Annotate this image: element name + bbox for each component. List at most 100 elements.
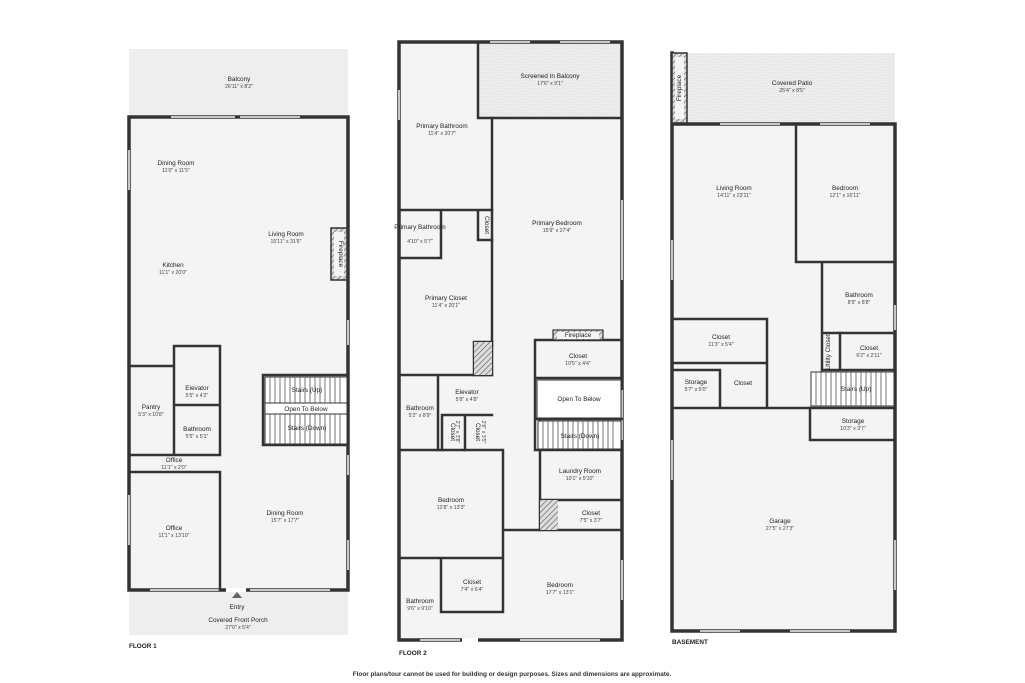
label-balcony: Balcony — [228, 76, 252, 83]
floor-1-interior — [129, 117, 348, 590]
floor-2-stairs-down — [537, 420, 622, 450]
dims-closet-2-3: 7'4" x 6'4" — [461, 587, 484, 593]
dims-primary-bathroom-1: 11'4" x 20'7" — [428, 131, 456, 137]
label-office-small: Office — [166, 457, 183, 464]
label-garage: Garage — [769, 518, 791, 525]
label-fireplace-3: Fireplace — [676, 74, 683, 101]
dims-closet-b: 2'6" x 3'5" — [480, 421, 486, 444]
label-stairs-up-1: Stairs (Up) — [292, 387, 323, 394]
label-bedroom-2b: Bedroom — [547, 582, 573, 589]
label-closet-b1: Closet — [712, 334, 730, 341]
chase-2a-icon — [474, 342, 492, 375]
label-office: Office — [166, 525, 183, 532]
floor-1-title: FLOOR 1 — [129, 643, 157, 650]
basement-plan: Covered Patio 25'4" x 8'5" Fireplace Liv… — [670, 51, 897, 646]
label-dining-room-top: Dining Room — [158, 160, 195, 167]
basement-title: BASEMENT — [672, 639, 708, 646]
label-closet-b: Closet — [474, 423, 481, 441]
label-covered-patio: Covered Patio — [772, 80, 813, 87]
label-storage-b2: Storage — [842, 418, 865, 425]
dims-elevator-1: 5'5" x 4'2" — [186, 393, 209, 399]
label-bedroom-b: Bedroom — [832, 185, 858, 192]
dims-closet-2-2: 7'5" x 3'7" — [580, 518, 603, 524]
covered-patio-area — [672, 53, 895, 124]
label-bathroom-2: Bathroom — [406, 405, 434, 412]
label-laundry-room: Laundry Room — [559, 468, 601, 475]
label-bedroom-2a: Bedroom — [438, 497, 464, 504]
dims-bedroom-2b: 17'7" x 13'1" — [546, 590, 575, 596]
dims-elevator-2: 5'9" x 4'8" — [456, 397, 479, 403]
label-primary-bedroom: Primary Bedroom — [532, 220, 582, 227]
label-closet-b2: Closet — [860, 345, 878, 352]
dims-garage: 27'5" x 27'3" — [766, 526, 795, 532]
dims-primary-closet: 11'4" x 20'1" — [432, 303, 460, 309]
dims-primary-bedroom: 15'9" x 27'4" — [543, 228, 572, 234]
floor-2-plan: Screened In Balcony 17'6" x 9'1" Primary… — [394, 40, 624, 657]
dims-closet-2-1: 10'5" x 4'4" — [565, 361, 591, 367]
label-open-below-1: Open To Below — [284, 406, 328, 413]
floor-1-stairs-up — [264, 376, 348, 404]
label-pantry: Pantry — [142, 404, 161, 411]
dims-office: 11'1" x 13'10" — [159, 533, 190, 539]
floor-1-stairs-down — [264, 413, 348, 445]
balcony-area — [129, 49, 348, 117]
label-kitchen: Kitchen — [162, 262, 184, 269]
label-living-room-b: Living Room — [716, 185, 752, 192]
label-bathroom-b: Bathroom — [845, 292, 873, 299]
label-elevator-2: Elevator — [455, 389, 479, 396]
entry-arrow-icon — [232, 592, 242, 598]
label-fireplace-2: Fireplace — [565, 332, 592, 339]
screened-balcony-area — [478, 42, 622, 118]
label-bathroom-1: Bathroom — [183, 426, 211, 433]
label-elevator-1: Elevator — [185, 385, 209, 392]
dims-kitchen: 11'1" x 20'0" — [159, 270, 187, 276]
dims-dining-room-bottom: 15'7" x 17'7" — [271, 518, 300, 524]
dims-office-small: 11'1" x 2'0" — [161, 465, 186, 471]
dims-covered-patio: 25'4" x 8'5" — [779, 88, 805, 94]
label-entry: Entry — [230, 604, 246, 611]
floor-2-open-below — [536, 379, 622, 419]
label-screened-balcony: Screened In Balcony — [521, 73, 581, 80]
label-closet-2-2: Closet — [582, 510, 600, 517]
dims-balcony: 26'11" x 8'2" — [225, 84, 253, 90]
label-living-room: Living Room — [268, 231, 304, 238]
dims-bathroom-2b: 9'6" x 9'10" — [407, 606, 433, 612]
dims-bathroom-1: 5'5" x 5'1" — [186, 434, 209, 440]
floor-1-plan: Balcony 26'11" x 8'2" Dining Room 11'0" … — [127, 49, 350, 650]
dims-closet-a: 2'7" x 3'8" — [454, 421, 460, 444]
dims-porch: 27'0" x 5'4" — [225, 625, 251, 631]
dims-closet-b2: 6'2" x 2'11" — [856, 353, 881, 359]
dims-laundry-room: 10'1" x 5'10" — [566, 476, 595, 482]
floor-2-outer-wall — [397, 40, 624, 642]
label-dining-room-bottom: Dining Room — [267, 510, 304, 517]
dims-bathroom-2: 5'2" x 8'9" — [409, 413, 432, 419]
dims-living-room-b: 14'11" x 23'11" — [717, 193, 751, 199]
chase-2b-icon — [540, 500, 558, 530]
label-primary-closet: Primary Closet — [425, 295, 467, 302]
label-fireplace-1: Fireplace — [337, 241, 344, 268]
label-stairs-down-1: Stairs (Down) — [288, 425, 327, 432]
floor-2-title: FLOOR 2 — [399, 650, 427, 657]
label-storage-b1: Storage — [685, 379, 708, 386]
dims-closet-b1: 11'3" x 5'4" — [708, 342, 733, 348]
dims-bedroom-b: 12'1" x 16'11" — [830, 193, 861, 199]
dims-bathroom-b: 8'9" x 8'8" — [848, 300, 871, 306]
label-closet-b3: Closet — [734, 380, 752, 387]
basement-stairs-up — [810, 371, 895, 407]
label-open-below-2: Open To Below — [557, 396, 601, 403]
label-porch: Covered Front Porch — [208, 617, 268, 624]
label-primary-bathroom-2: Primary Bathroom — [394, 224, 446, 231]
dims-storage-b1: 5'7" x 5'0" — [685, 387, 708, 393]
dims-storage-b2: 10'3" x 3'7" — [840, 426, 866, 432]
dims-pantry: 5'3" x 10'8" — [138, 412, 164, 418]
label-stairs-up-b: Stairs (Up) — [841, 386, 872, 393]
dims-screened-balcony: 17'6" x 9'1" — [537, 81, 563, 87]
dims-dining-room-top: 11'0" x 11'5" — [162, 168, 190, 174]
label-utility-closet: Utility Closet — [825, 334, 832, 370]
label-closet-2-3: Closet — [463, 579, 481, 586]
dims-bedroom-2a: 12'8" x 13'3" — [437, 505, 466, 511]
label-bathroom-2b: Bathroom — [406, 598, 434, 605]
label-closet-2-1: Closet — [569, 353, 587, 360]
label-closet-a: Closet — [449, 423, 456, 441]
